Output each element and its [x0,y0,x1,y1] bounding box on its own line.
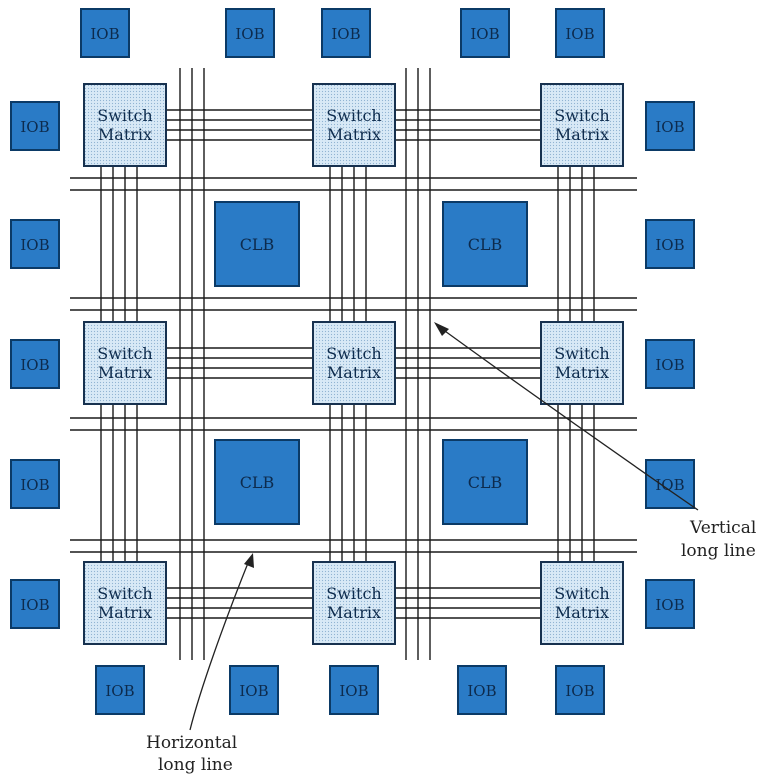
iob-12 [645,219,695,269]
iob-11-label: IOB [655,118,684,136]
iob-4-label: IOB [470,25,499,43]
iob-9 [10,459,60,509]
iob-19 [457,665,507,715]
horizontal-callout-line2: long line [158,755,233,775]
iob-19-label: IOB [467,682,496,700]
switch-matrix-r0c1-label-line2: Matrix [327,125,381,144]
switch-matrix-r0c2-label-line2: Matrix [555,125,609,144]
iob-8 [10,339,60,389]
switch-matrix-r1c2-label-line1: Switch [554,344,609,363]
horizontal-long-line-arrowhead [244,553,254,568]
iob-3 [321,8,371,58]
iob-1-label: IOB [90,25,119,43]
switch-matrix-r2c1-label-line2: Matrix [327,603,381,622]
switch-matrix-r2c1-label-line1: Switch [326,584,381,603]
iob-14 [645,459,695,509]
iob-9-label: IOB [20,476,49,494]
clb-1-label: CLB [240,235,275,254]
horizontal-callout-line1: Horizontal [146,733,237,753]
switch-matrix-r1c2 [540,321,624,405]
iob-4 [460,8,510,58]
switch-matrix-r2c1 [312,561,396,645]
switch-matrix-r2c2-label-line2: Matrix [555,603,609,622]
clb-3-label: CLB [240,473,275,492]
iob-5-label: IOB [565,25,594,43]
switch-matrix-r2c0-label-line2: Matrix [98,603,152,622]
iob-6 [10,101,60,151]
iob-20-label: IOB [565,682,594,700]
switch-matrix-r1c2-label-line2: Matrix [555,363,609,382]
iob-10-label: IOB [20,596,49,614]
iob-18 [329,665,379,715]
switch-matrix-r2c2 [540,561,624,645]
iob-12-label: IOB [655,236,684,254]
vertical-callout-line2: long line [681,541,756,561]
vertical-long-line-arrowhead [434,322,449,336]
switch-matrix-r0c1 [312,83,396,167]
iob-7 [10,219,60,269]
clb-2 [442,201,528,287]
switch-matrix-r0c1-label-line1: Switch [326,106,381,125]
iob-17 [229,665,279,715]
callouts: Vertical long line Horizontal long line [146,322,756,775]
clb-1 [214,201,300,287]
iob-10 [10,579,60,629]
iob-7-label: IOB [20,236,49,254]
iob-15-label: IOB [655,596,684,614]
switch-matrix-r2c0 [83,561,167,645]
clb-4 [442,439,528,525]
horizontal-long-line-arrow [189,557,251,731]
switch-matrix-r1c1-label-line1: Switch [326,344,381,363]
switch-matrix-r2c0-label-line1: Switch [97,584,152,603]
switch-matrix-r2c2-label-line1: Switch [554,584,609,603]
vertical-callout-line1: Vertical [689,518,756,538]
switch-matrix-r1c0-label-line2: Matrix [98,363,152,382]
switch-matrix-r0c0-label-line2: Matrix [98,125,152,144]
iob-2-label: IOB [235,25,264,43]
iob-11 [645,101,695,151]
iob-8-label: IOB [20,356,49,374]
switch-matrix-r1c0-label-line1: Switch [97,344,152,363]
iob-17-label: IOB [239,682,268,700]
logic-blocks: SwitchMatrixSwitchMatrixSwitchMatrixSwit… [10,8,695,715]
switch-matrix-r0c2-label-line1: Switch [554,106,609,125]
iob-13 [645,339,695,389]
clb-2-label: CLB [468,235,503,254]
switch-matrix-r0c2 [540,83,624,167]
iob-5 [555,8,605,58]
iob-13-label: IOB [655,356,684,374]
iob-6-label: IOB [20,118,49,136]
clb-4-label: CLB [468,473,503,492]
iob-1 [80,8,130,58]
switch-matrix-r1c1-label-line2: Matrix [327,363,381,382]
iob-18-label: IOB [339,682,368,700]
iob-16-label: IOB [105,682,134,700]
vertical-long-line-arrow [437,325,699,511]
clb-3 [214,439,300,525]
switch-matrix-r0c0 [83,83,167,167]
switch-matrix-r1c1 [312,321,396,405]
iob-14-label: IOB [655,476,684,494]
iob-2 [225,8,275,58]
iob-15 [645,579,695,629]
iob-20 [555,665,605,715]
switch-matrix-r1c0 [83,321,167,405]
iob-3-label: IOB [331,25,360,43]
switch-matrix-r0c0-label-line1: Switch [97,106,152,125]
iob-16 [95,665,145,715]
routing-wires [70,68,637,660]
